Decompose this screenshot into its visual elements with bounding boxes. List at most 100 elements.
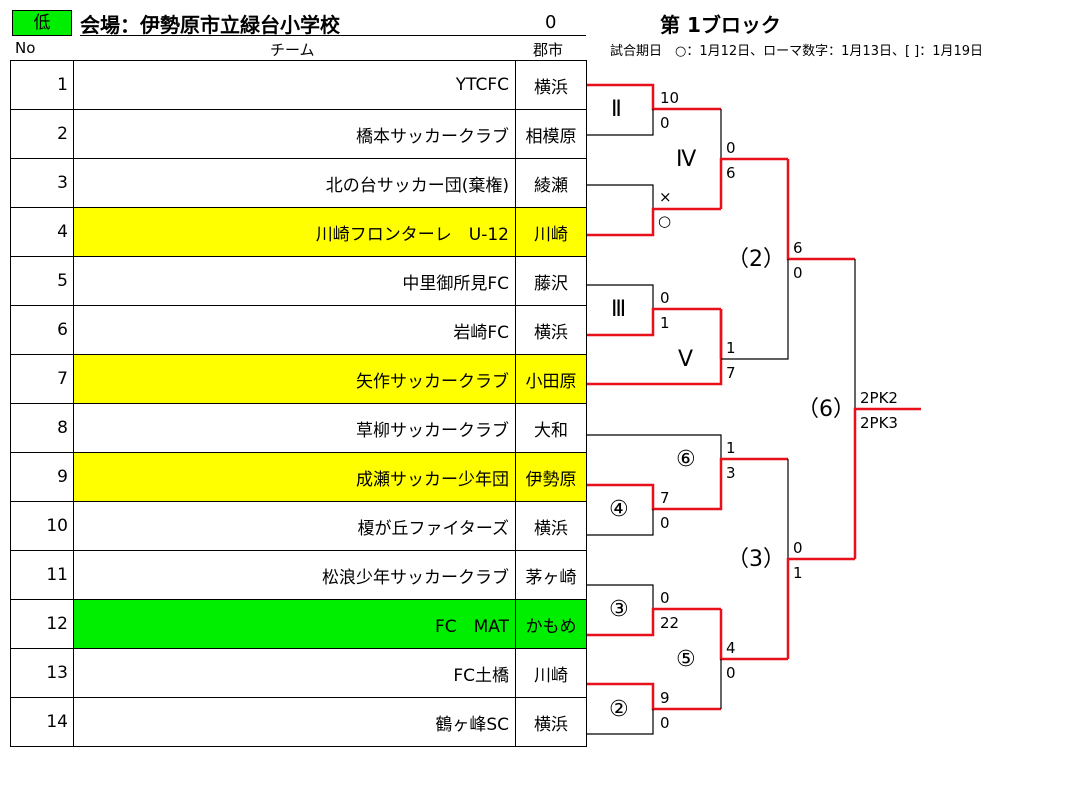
match-score: 0 bbox=[660, 114, 670, 132]
team-city: 川崎 bbox=[515, 207, 587, 257]
team-city: 横浜 bbox=[515, 60, 587, 110]
bracket-line bbox=[587, 83, 721, 111]
team-city: 横浜 bbox=[515, 305, 587, 355]
match-score: 2PK3 bbox=[860, 414, 898, 432]
column-header-no: No bbox=[15, 39, 36, 57]
match-label: ③ bbox=[609, 597, 629, 622]
team-name: 川崎フロンターレ U-12 bbox=[73, 207, 516, 257]
match-score: 0 bbox=[660, 589, 670, 607]
bracket-line bbox=[786, 557, 855, 659]
match-label: （6） bbox=[797, 397, 855, 422]
match-score: 0 bbox=[793, 539, 803, 557]
match-score: 0 bbox=[660, 714, 670, 732]
match-label: （3） bbox=[727, 547, 785, 572]
bracket-line bbox=[587, 509, 654, 536]
team-name: FC土橋 bbox=[73, 648, 516, 698]
level-badge: 低 bbox=[12, 10, 72, 36]
match-label: ⑤ bbox=[676, 647, 696, 672]
team-city: 茅ヶ崎 bbox=[515, 550, 587, 600]
team-number: 11 bbox=[10, 550, 74, 600]
bracket-line bbox=[587, 709, 654, 735]
match-label: ⑥ bbox=[676, 447, 696, 472]
venue-title: 会場：伊勢原市立緑台小学校 bbox=[80, 13, 340, 37]
match-score: 2PK2 bbox=[860, 389, 898, 407]
team-city: 藤沢 bbox=[515, 256, 587, 306]
match-score: 10 bbox=[660, 89, 680, 107]
bracket-line bbox=[587, 184, 654, 209]
match-label: ② bbox=[609, 697, 629, 722]
match-score: 6 bbox=[793, 239, 803, 257]
match-label: （2） bbox=[727, 247, 785, 272]
team-city: 横浜 bbox=[515, 501, 587, 551]
team-number: 14 bbox=[10, 697, 74, 747]
bracket-line bbox=[587, 434, 722, 459]
team-name: 岩崎FC bbox=[73, 305, 516, 355]
team-number: 7 bbox=[10, 354, 74, 404]
bracket-line bbox=[587, 607, 721, 637]
match-label: ④ bbox=[609, 497, 629, 522]
team-city: 小田原 bbox=[515, 354, 587, 404]
match-score: 9 bbox=[660, 689, 670, 707]
team-city: 横浜 bbox=[515, 697, 587, 747]
match-score: 1 bbox=[726, 439, 736, 457]
bracket-line bbox=[853, 407, 921, 559]
header-divider bbox=[80, 35, 586, 36]
column-header-team: チーム bbox=[270, 41, 315, 59]
match-score: 7 bbox=[726, 364, 736, 382]
match-score: 22 bbox=[660, 614, 680, 632]
match-label: Ⅴ bbox=[678, 347, 694, 372]
team-name: FC MAT bbox=[73, 599, 516, 649]
bracket-line bbox=[587, 109, 654, 136]
match-score: × bbox=[659, 188, 672, 206]
match-score: ○ bbox=[658, 212, 672, 230]
match-score: 0 bbox=[660, 514, 670, 532]
column-header-city: 郡市 bbox=[533, 41, 564, 59]
team-number: 12 bbox=[10, 599, 74, 649]
match-score: 1 bbox=[793, 564, 803, 582]
match-score: 0 bbox=[726, 139, 736, 157]
team-name: 榎が丘ファイターズ bbox=[73, 501, 516, 551]
match-score: 6 bbox=[726, 164, 736, 182]
match-score: 7 bbox=[660, 489, 670, 507]
match-label: Ⅲ bbox=[611, 297, 627, 322]
team-name: 橋本サッカークラブ bbox=[73, 109, 516, 159]
bracket-line bbox=[587, 207, 721, 237]
count-value: 0 bbox=[545, 12, 557, 33]
team-name: 鶴ヶ峰SC bbox=[73, 697, 516, 747]
bracket-line bbox=[719, 157, 788, 209]
team-name: 草柳サッカークラブ bbox=[73, 403, 516, 453]
match-score: 1 bbox=[660, 314, 670, 332]
bracket-line bbox=[587, 682, 721, 711]
team-name: 松浪少年サッカークラブ bbox=[73, 550, 516, 600]
date-legend: 試合期日 ○：1月12日、ローマ数字：1月13日、[ ]：1月19日 bbox=[610, 44, 984, 59]
match-score: 0 bbox=[793, 264, 803, 282]
bracket-line bbox=[587, 584, 654, 609]
team-number: 2 bbox=[10, 109, 74, 159]
team-name: 成瀬サッカー少年団 bbox=[73, 452, 516, 502]
bracket-line bbox=[587, 284, 654, 309]
match-score: 4 bbox=[726, 639, 736, 657]
match-score: 0 bbox=[660, 289, 670, 307]
team-city: 大和 bbox=[515, 403, 587, 453]
match-score: 3 bbox=[726, 464, 736, 482]
bracket-line bbox=[587, 307, 721, 337]
team-number: 5 bbox=[10, 256, 74, 306]
team-city: 川崎 bbox=[515, 648, 587, 698]
team-number: 10 bbox=[10, 501, 74, 551]
match-label: Ⅱ bbox=[611, 97, 622, 122]
match-label: Ⅳ bbox=[676, 147, 697, 172]
